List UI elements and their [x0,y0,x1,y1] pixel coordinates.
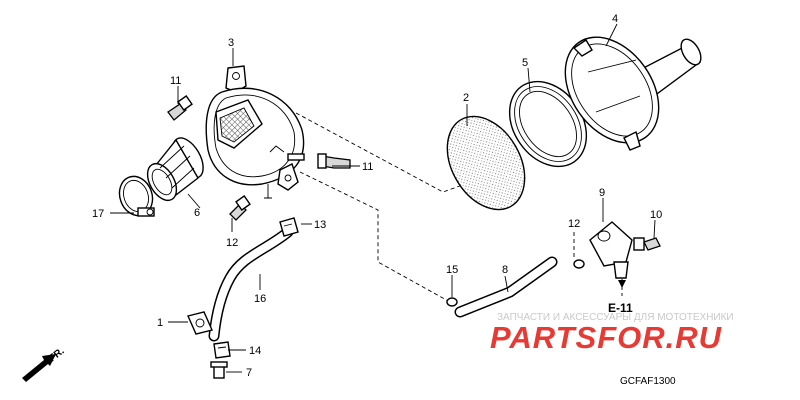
diagram-code: GCFAF1300 [620,376,676,387]
air-cleaner-cover [564,36,702,151]
tube-8 [454,256,558,318]
bolt-12-upper [167,95,193,121]
callout-10: 10 [650,209,662,221]
hose-band [118,175,155,217]
bolt-10 [633,237,661,251]
watermark-subtitle: ЗАПЧАСТИ И АКСЕССУАРЫ ДЛЯ МОТОТЕХНИКИ [497,312,734,323]
ref-label: E-11 [608,301,633,315]
callout-12-upper: 11 [170,75,181,87]
bolt-11 [317,153,351,169]
callout-13: 12 [568,218,580,230]
callout-15: 15 [446,264,458,276]
callout-17: 17 [92,208,104,220]
hose-clamp [187,311,213,335]
clip-15 [446,297,458,307]
clip-13 [573,259,585,269]
callout-9: 9 [599,187,605,199]
callout-1: 1 [157,317,163,329]
watermark: ЗАПЧАСТИ И АКСЕССУАРЫ ДЛЯ МОТОТЕХНИКИ PA… [490,312,734,355]
joint-9 [589,221,633,279]
air-element [446,115,526,211]
callout-11: 11 [362,161,373,173]
clip-lower [213,341,231,359]
bolt-12-lower [229,195,251,221]
front-direction-arrow: FR. [22,346,67,382]
drain-hose [208,226,294,342]
callout-6: 6 [194,207,200,219]
clip-upper [279,217,299,237]
connecting-tube [146,137,204,202]
callout-14-lower: 14 [249,345,261,357]
callout-2: 2 [463,92,469,104]
leader-lines [110,23,656,373]
callout-12-lower: 12 [226,237,238,249]
callout-14-upper: 13 [314,219,326,231]
watermark-brand: PARTSFOR.RU [490,320,723,355]
callouts: 3 2 5 4 11 11 17 6 12 13 16 1 14 7 15 8 … [92,13,662,379]
callout-7: 7 [246,367,252,379]
callout-16: 16 [254,293,266,305]
ref-e11: E-11 [608,280,633,315]
callout-4: 4 [612,13,618,25]
drain-plug [210,361,228,379]
callout-5: 5 [522,57,528,69]
air-cleaner-case [205,65,305,199]
callout-8: 8 [502,264,508,276]
callout-3: 3 [228,37,234,49]
